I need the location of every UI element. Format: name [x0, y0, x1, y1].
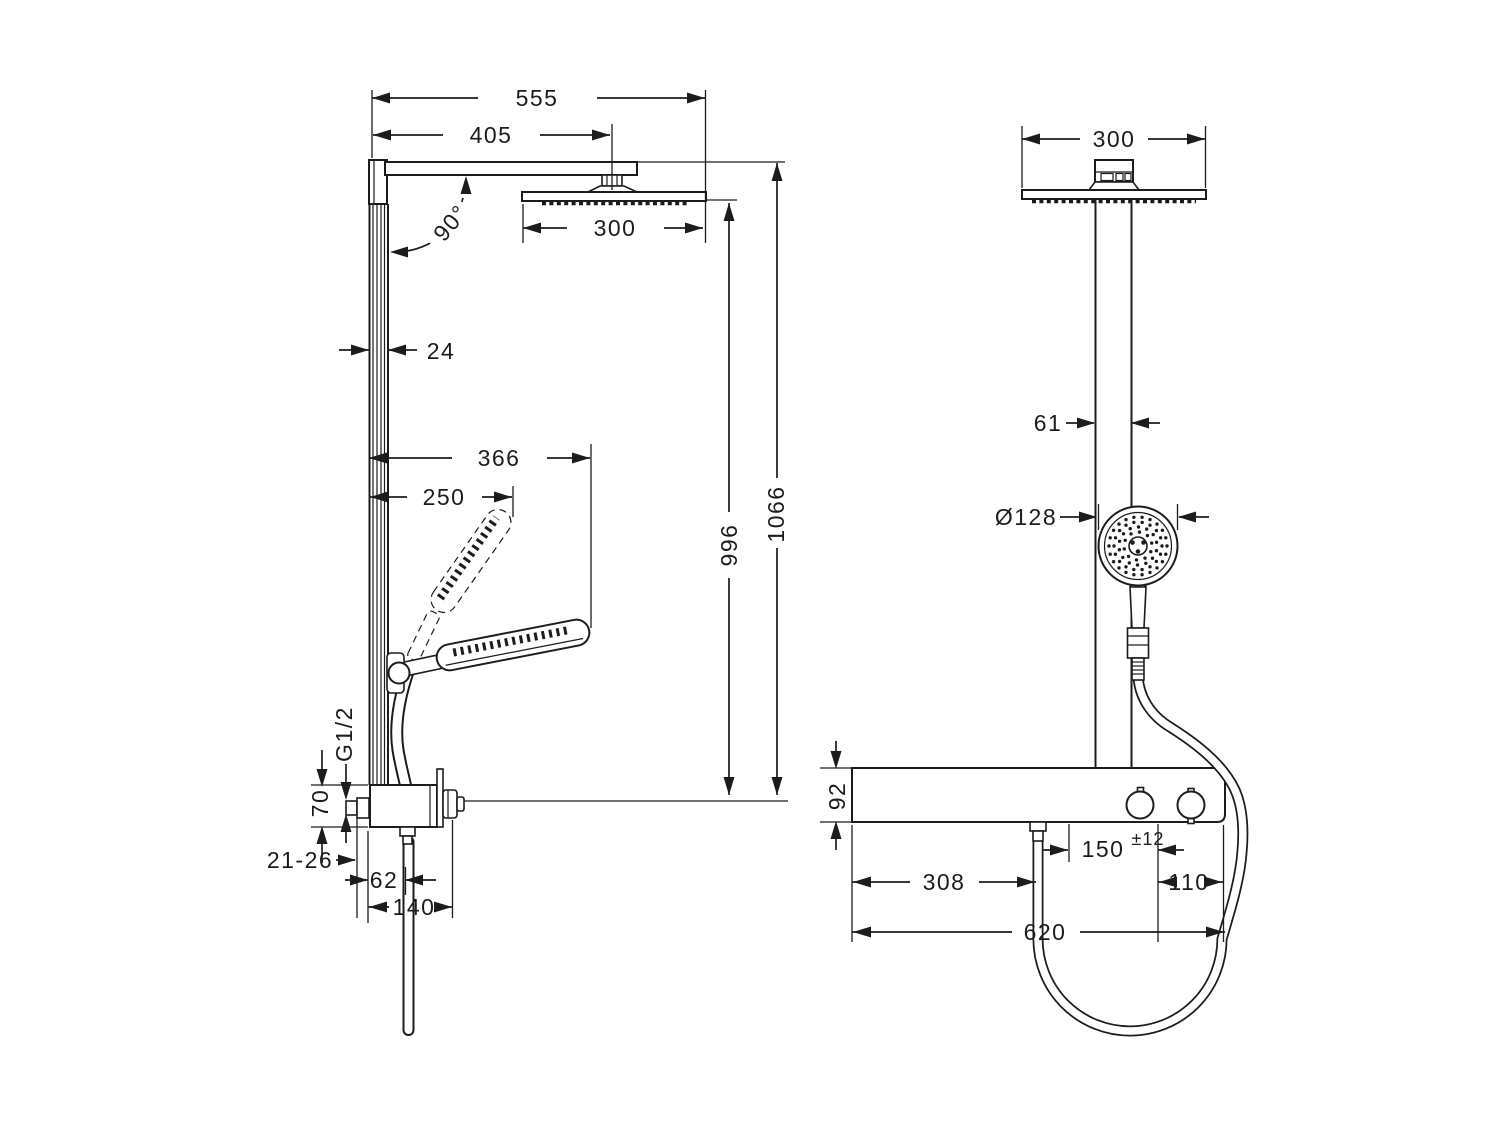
side-view-dimensions: 555 405 300 24 366 250 90° 996 1066 G1/2…: [267, 85, 789, 923]
dim-total-width: 555: [516, 85, 559, 111]
dim-shelf-right-section: 110: [1168, 869, 1209, 895]
handshower-upright-handle-dashed: [407, 610, 440, 662]
dim-handshower-diameter: Ø128: [995, 504, 1057, 530]
front-view-product: [851, 159, 1249, 1037]
handshower-upright-dashed: [430, 508, 512, 614]
dim-hose-outlet-offset: 62: [370, 867, 399, 893]
dim-bar-depth: 24: [427, 338, 456, 364]
dim-arm-projection: 405: [470, 122, 513, 148]
dim-supply-centers: 150: [1082, 836, 1125, 862]
dim-valve-total-depth: 140: [393, 894, 436, 920]
dim-shelf-left-to-hose: 308: [923, 869, 966, 895]
dim-handshower-reach: 366: [478, 445, 521, 471]
dim-supply-tolerance: ±12: [1132, 829, 1165, 849]
dim-valve-body-height: 70: [307, 789, 333, 818]
dim-overhead-width-front: 300: [1093, 126, 1136, 152]
dim-overhead-width-side: 300: [594, 215, 637, 241]
dim-connection-thread: G1/2: [331, 706, 357, 762]
handshower-horizontal: [435, 618, 591, 672]
thermostat-shelf: [851, 767, 1226, 823]
front-view-dimensions: 300 61 Ø128 92 308 150 ±12 110 620: [820, 126, 1225, 945]
thermostat-knob-flow: [1176, 790, 1206, 820]
dim-wall-distance-range: 21-26: [267, 847, 333, 873]
side-view-product: [345, 159, 788, 1036]
dim-bar-width: 61: [1034, 410, 1063, 436]
handshower-nozzles: [1107, 515, 1169, 577]
dim-shelf-width: 620: [1024, 919, 1067, 945]
thermostat-knob-temperature: [1125, 790, 1155, 820]
dim-height-to-arm: 1066: [763, 485, 789, 542]
dim-height-to-overhead: 996: [716, 524, 742, 567]
dim-handshower-upright-reach: 250: [423, 484, 466, 510]
dim-shelf-height: 92: [824, 782, 850, 811]
